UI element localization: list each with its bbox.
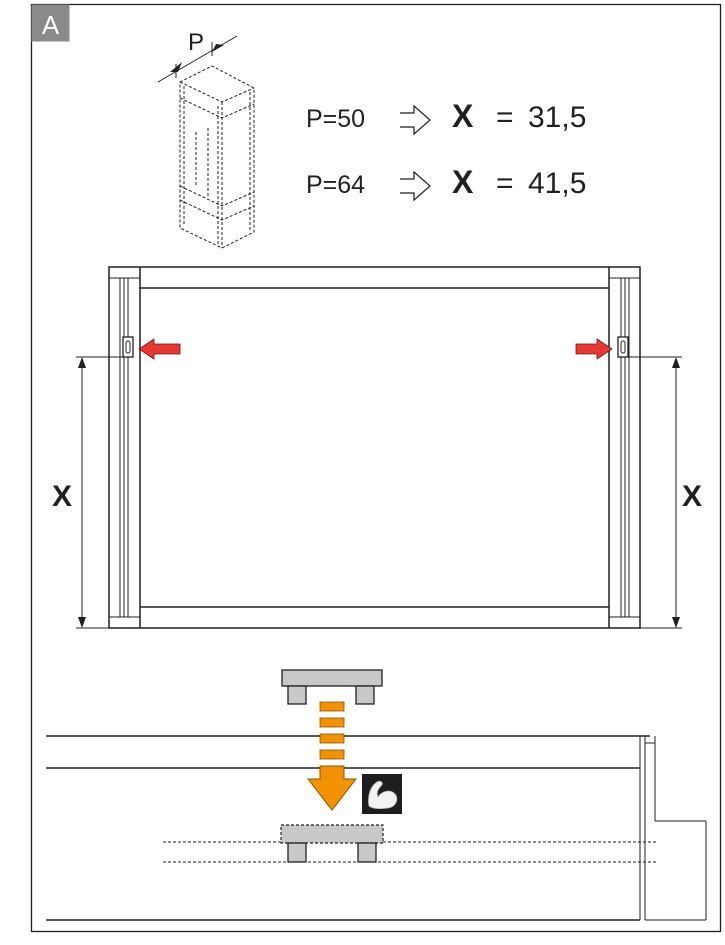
dimension-right: X [628, 356, 702, 629]
rule-row-1: P=50 X = 31,5 [306, 98, 586, 136]
bracket-top [281, 669, 383, 705]
rule-equals: = [496, 101, 514, 134]
rule-p-value: P=50 [306, 105, 365, 133]
rule-x-value: 31,5 [528, 101, 586, 134]
arrow-right-outline-icon [400, 170, 431, 202]
arrow-right-outline-icon [400, 104, 431, 136]
rule-row-2: P=64 X = 41,5 [306, 164, 586, 202]
red-arrow-left [138, 338, 181, 360]
rule-x-value: 41,5 [528, 167, 586, 200]
rule-p-value: P=64 [306, 171, 365, 199]
cabinet-frame-front [108, 266, 641, 629]
step-badge: A [31, 4, 70, 42]
dimension-left-label: X [52, 480, 72, 513]
rule-equals: = [496, 167, 514, 200]
step-label: A [42, 10, 60, 40]
dimension-right-label: X [682, 480, 702, 513]
cabinet-sketch: P [157, 29, 255, 249]
hinge-plate-right [617, 336, 629, 358]
rule-x-label: X [452, 164, 474, 200]
insert-arrow-icon [306, 701, 358, 811]
red-arrow-right [575, 338, 613, 360]
rule-x-label: X [452, 98, 474, 134]
dimension-left: X [52, 356, 123, 629]
bracket-bottom [280, 824, 384, 863]
strength-icon [362, 774, 402, 814]
depth-label: P [188, 29, 204, 56]
bottom-cabinet-section [46, 735, 707, 921]
page-frame [30, 3, 722, 933]
hinge-plate-left [122, 336, 134, 358]
